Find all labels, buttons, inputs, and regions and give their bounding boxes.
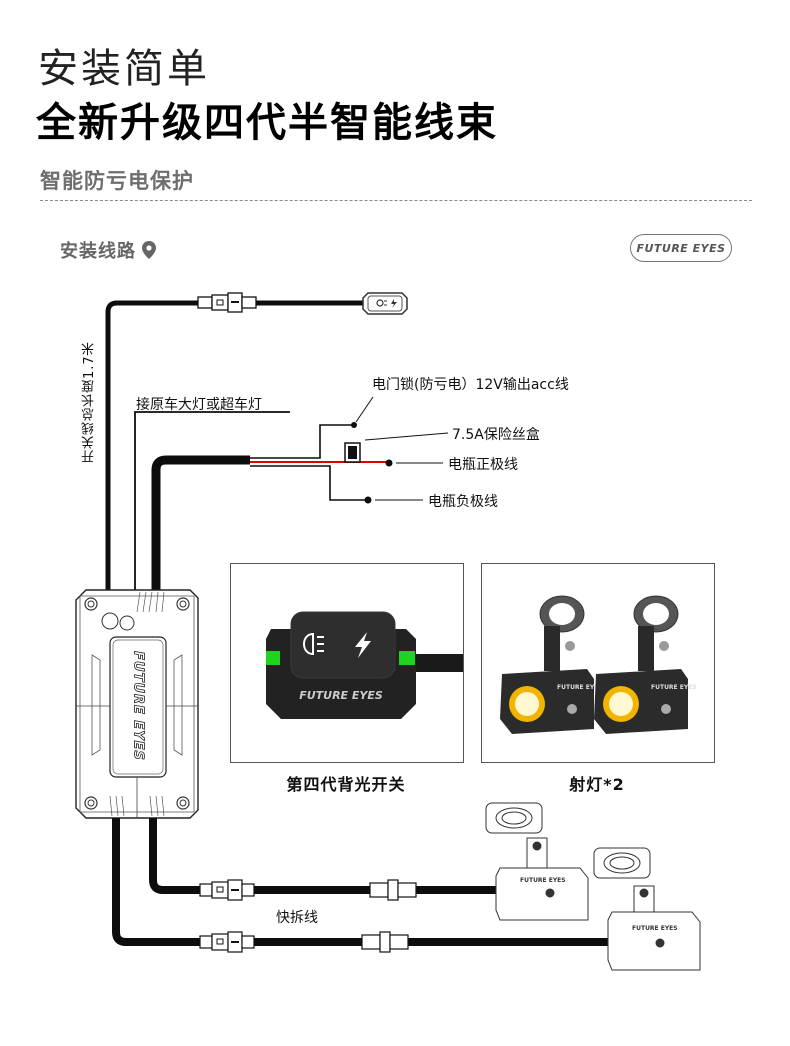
- brand-logo: FUTURE EYES: [630, 234, 732, 262]
- spotlight-drawing-upper: FUTURE EYES: [485, 802, 589, 921]
- headlight-icon: [303, 632, 324, 656]
- battery-negative-label: 电瓶负极线: [428, 494, 498, 510]
- location-pin-icon: [142, 241, 156, 259]
- subtitle: 智能防亏电保护: [40, 169, 194, 193]
- switch-wire-connector: [197, 292, 257, 313]
- svg-text:FUTURE EYES: FUTURE EYES: [632, 925, 678, 932]
- switch-photo: FUTURE EYES: [230, 563, 464, 763]
- backlit-switch-image: FUTURE EYES: [266, 611, 463, 719]
- spotlight-right: FUTURE EYES: [594, 595, 697, 734]
- switch-caption: 第四代背光开关: [286, 775, 406, 794]
- title-light: 安装简单: [38, 46, 210, 92]
- section-label: 安装线路: [60, 237, 156, 263]
- spotlight-drawing-lower: FUTURE EYES: [593, 847, 701, 971]
- spotlights-caption: 射灯*2: [569, 775, 625, 794]
- headlight-tap-label: 接原车大灯或超车灯: [136, 397, 262, 413]
- spotlights-photo: FUTURE EYES FUTURE EYES: [481, 563, 715, 763]
- acc-wire: [250, 424, 353, 459]
- dashed-divider: [40, 200, 752, 201]
- quick-connector-upper: [199, 879, 417, 901]
- light-wire-upper: [149, 818, 500, 894]
- quick-connector-lower: [199, 931, 409, 953]
- indicator-left: [266, 651, 280, 665]
- svg-text:FUTURE EYES: FUTURE EYES: [520, 877, 566, 884]
- controller-box: FUTURE EYES: [75, 589, 199, 819]
- spotlights-image: FUTURE EYES FUTURE EYES: [500, 595, 697, 734]
- negative-wire: [250, 465, 367, 501]
- section-label-text: 安装线路: [60, 241, 136, 262]
- spotlight-left: FUTURE EYES: [500, 595, 603, 734]
- switch-brand: FUTURE EYES: [299, 689, 383, 702]
- svg-text:FUTURE EYES: FUTURE EYES: [651, 684, 697, 691]
- lightning-icon: [355, 632, 371, 658]
- power-wire: [151, 455, 250, 590]
- controller-brand: FUTURE EYES: [131, 651, 146, 761]
- light-wire-lower: [112, 818, 610, 946]
- fuse-label: 7.5A保险丝盒: [452, 427, 540, 443]
- switch-wire: [105, 300, 365, 590]
- headlight-tap-wire: [134, 411, 290, 590]
- battery-positive-label: 电瓶正极线: [448, 457, 518, 473]
- mini-switch-icon: [362, 292, 408, 315]
- switch-cable-length-label: 开关线总长度1.7米: [82, 341, 97, 463]
- quick-release-label: 快拆线: [276, 910, 318, 926]
- acc-label: 电门锁(防亏电）12V输出acc线: [372, 377, 569, 393]
- indicator-right: [399, 651, 415, 665]
- title-bold: 全新升级四代半智能线束: [36, 100, 498, 146]
- svg-text:FUTURE EYES: FUTURE EYES: [557, 684, 603, 691]
